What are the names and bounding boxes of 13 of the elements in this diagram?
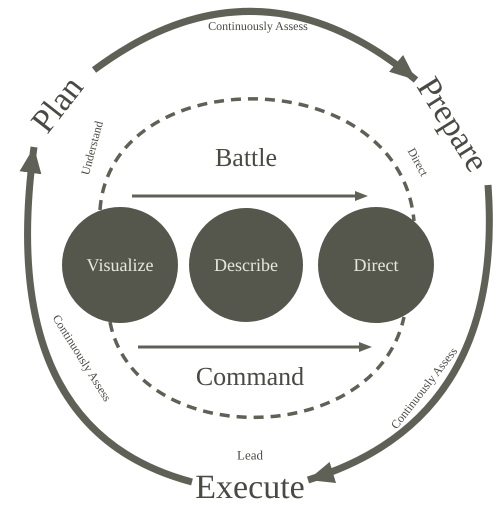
arrow [20,146,194,486]
node-label: Describe [214,254,278,276]
node-label: Visualize [86,254,154,276]
dashed-arc [98,97,416,222]
phase-label: Execute [195,471,305,505]
arrow [306,184,493,484]
arc-label: Battle [214,145,278,171]
arc-label: Command [196,364,304,390]
node-label: Direct [354,254,398,276]
arrow [92,8,418,83]
dashed-arc [108,316,406,420]
edge-label: Continuously Assess [208,20,308,32]
arc-label: Lead [237,448,263,462]
